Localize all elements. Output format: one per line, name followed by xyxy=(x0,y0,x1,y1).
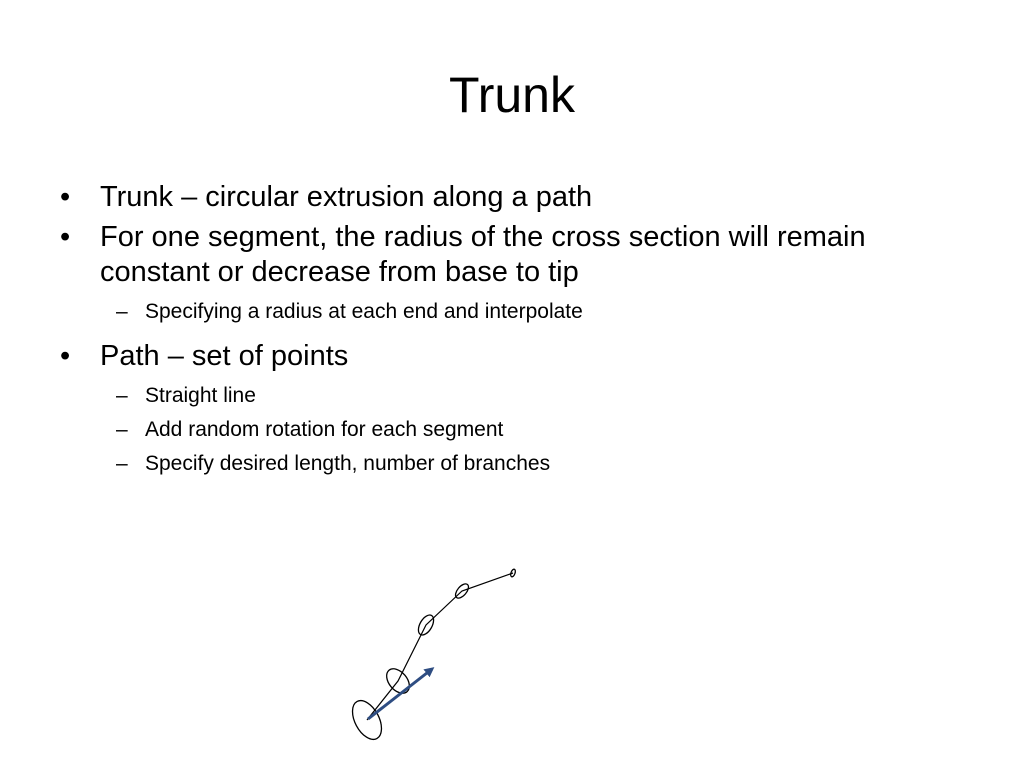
bullet-text: Trunk – circular extrusion along a path xyxy=(100,181,593,213)
dash-icon: – xyxy=(116,300,128,323)
bullet-icon: • xyxy=(60,340,71,372)
sub-bullet-list: – Specifying a radius at each end and in… xyxy=(56,295,966,329)
bullet-item: • Trunk – circular extrusion along a pat… xyxy=(56,180,966,215)
dash-icon: – xyxy=(116,452,128,475)
cross-section-ellipse xyxy=(417,614,435,636)
sub-list-container: – Straight line – Add random rotation fo… xyxy=(56,379,966,481)
sub-bullet-list: – Straight line – Add random rotation fo… xyxy=(56,379,966,481)
direction-arrow xyxy=(367,667,435,721)
dash-icon: – xyxy=(116,418,128,441)
cross-section-ellipse-base xyxy=(351,699,383,741)
sub-list-container: – Specifying a radius at each end and in… xyxy=(56,295,966,329)
sub-bullet-text: Specify desired length, number of branch… xyxy=(145,452,551,475)
trunk-path-line xyxy=(366,572,514,721)
trunk-path-diagram xyxy=(351,568,516,741)
bullet-icon: • xyxy=(60,181,71,213)
bullet-list: • Trunk – circular extrusion along a pat… xyxy=(56,180,966,491)
sub-bullet-item: – Specifying a radius at each end and in… xyxy=(56,295,966,329)
sub-bullet-item: – Add random rotation for each segment xyxy=(56,413,966,447)
sub-bullet-text: Straight line xyxy=(145,384,256,407)
bullet-text: For one segment, the radius of the cross… xyxy=(100,221,866,288)
cross-section-ellipse xyxy=(454,583,470,599)
sub-bullet-item: – Straight line xyxy=(56,379,966,413)
cross-section-ellipse xyxy=(386,668,410,694)
sub-bullet-text: Specifying a radius at each end and inte… xyxy=(145,300,583,323)
bullet-icon: • xyxy=(60,221,71,253)
dash-icon: – xyxy=(116,384,128,407)
slide-title: Trunk xyxy=(449,67,575,123)
bullet-item: • Path – set of points xyxy=(56,339,966,374)
cross-section-ellipse-tip xyxy=(510,568,516,578)
bullet-item: • For one segment, the radius of the cro… xyxy=(56,220,966,290)
bullet-text: Path – set of points xyxy=(100,340,349,372)
sub-bullet-item: – Specify desired length, number of bran… xyxy=(56,447,966,481)
sub-bullet-text: Add random rotation for each segment xyxy=(145,418,504,441)
